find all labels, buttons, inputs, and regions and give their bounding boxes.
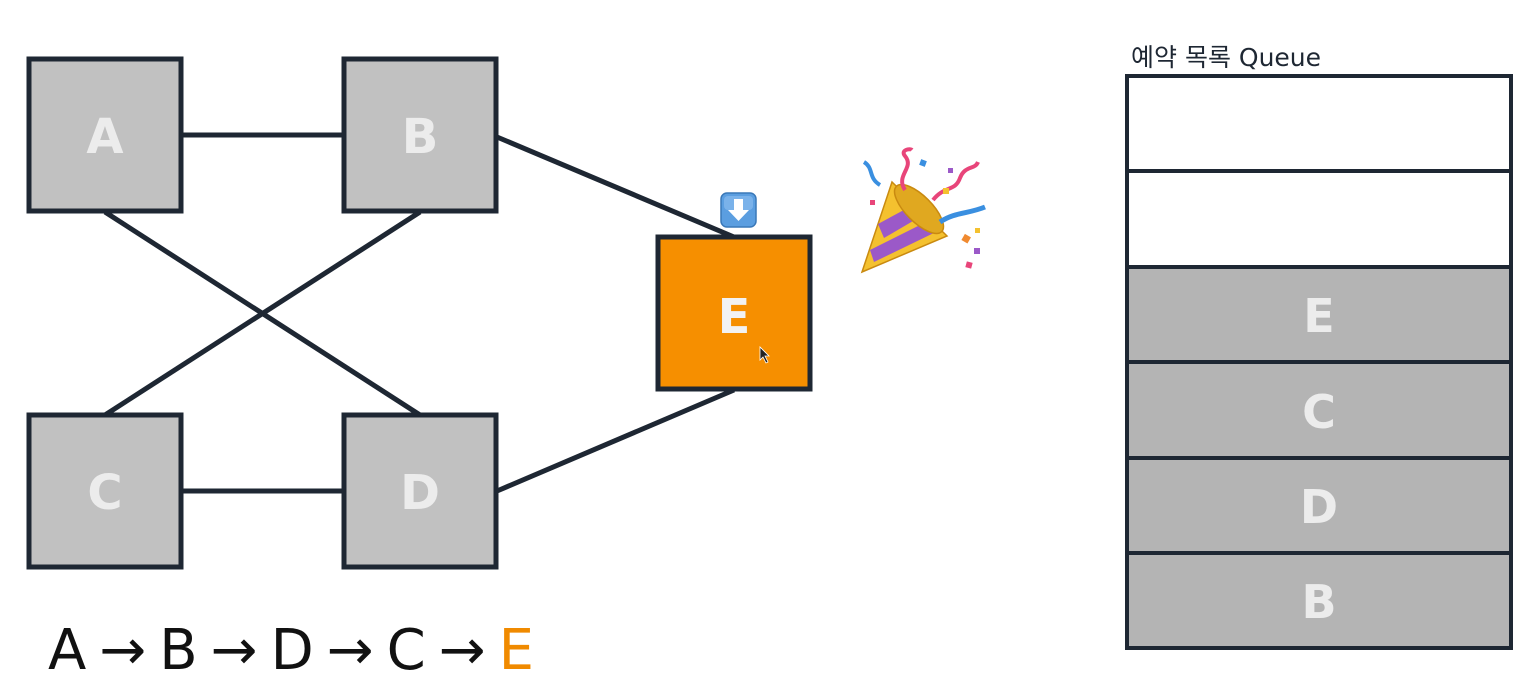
queue-container: E C D B <box>1125 74 1513 650</box>
queue-title: 예약 목록 Queue <box>1131 43 1322 72</box>
order-step: C <box>386 618 427 683</box>
queue-item-label: E <box>1303 289 1334 343</box>
node-c-label: C <box>87 465 122 521</box>
node-a-box <box>26 56 184 214</box>
node-d-box <box>341 412 499 570</box>
queue-slot-5 <box>1125 456 1513 555</box>
queue-slot-6 <box>1125 551 1513 650</box>
queue-item-label: C <box>1302 385 1336 439</box>
queue-slot-3 <box>1125 265 1513 364</box>
queue-slot-2 <box>1125 169 1513 269</box>
down-arrow-icon <box>720 192 757 228</box>
queue-slot-1 <box>1125 74 1513 173</box>
arrow-icon: → <box>438 618 487 683</box>
arrow-icon: → <box>326 618 375 683</box>
graph-node-c[interactable]: C <box>26 412 184 570</box>
edge-d-e <box>496 387 735 494</box>
graph-node-d[interactable]: D <box>341 412 499 570</box>
order-step: A <box>48 618 88 683</box>
graph-node-a[interactable]: A <box>26 56 184 214</box>
order-step: B <box>159 618 199 683</box>
queue-item-label: B <box>1301 575 1336 629</box>
edge-b-c <box>103 209 422 418</box>
arrow-icon: → <box>210 618 259 683</box>
order-step-current: E <box>498 618 536 683</box>
node-a-label: A <box>86 109 123 165</box>
graph-edges <box>103 132 735 494</box>
arrow-icon: → <box>99 618 148 683</box>
party-popper-icon <box>860 147 986 274</box>
queue-item-label: D <box>1300 480 1338 534</box>
order-step: D <box>270 618 315 683</box>
graph-node-e[interactable]: E <box>655 234 813 392</box>
edge-b-e <box>496 134 735 240</box>
traversal-order: A→B→D→C→E <box>48 618 535 683</box>
mouse-cursor-icon <box>759 346 770 364</box>
node-c-box <box>26 412 184 570</box>
node-b-box <box>341 56 499 214</box>
node-b-label: B <box>402 109 439 165</box>
node-d-label: D <box>400 465 440 521</box>
node-e-label: E <box>718 289 751 345</box>
graph-node-b[interactable]: B <box>341 56 499 214</box>
node-e-box <box>655 234 813 392</box>
